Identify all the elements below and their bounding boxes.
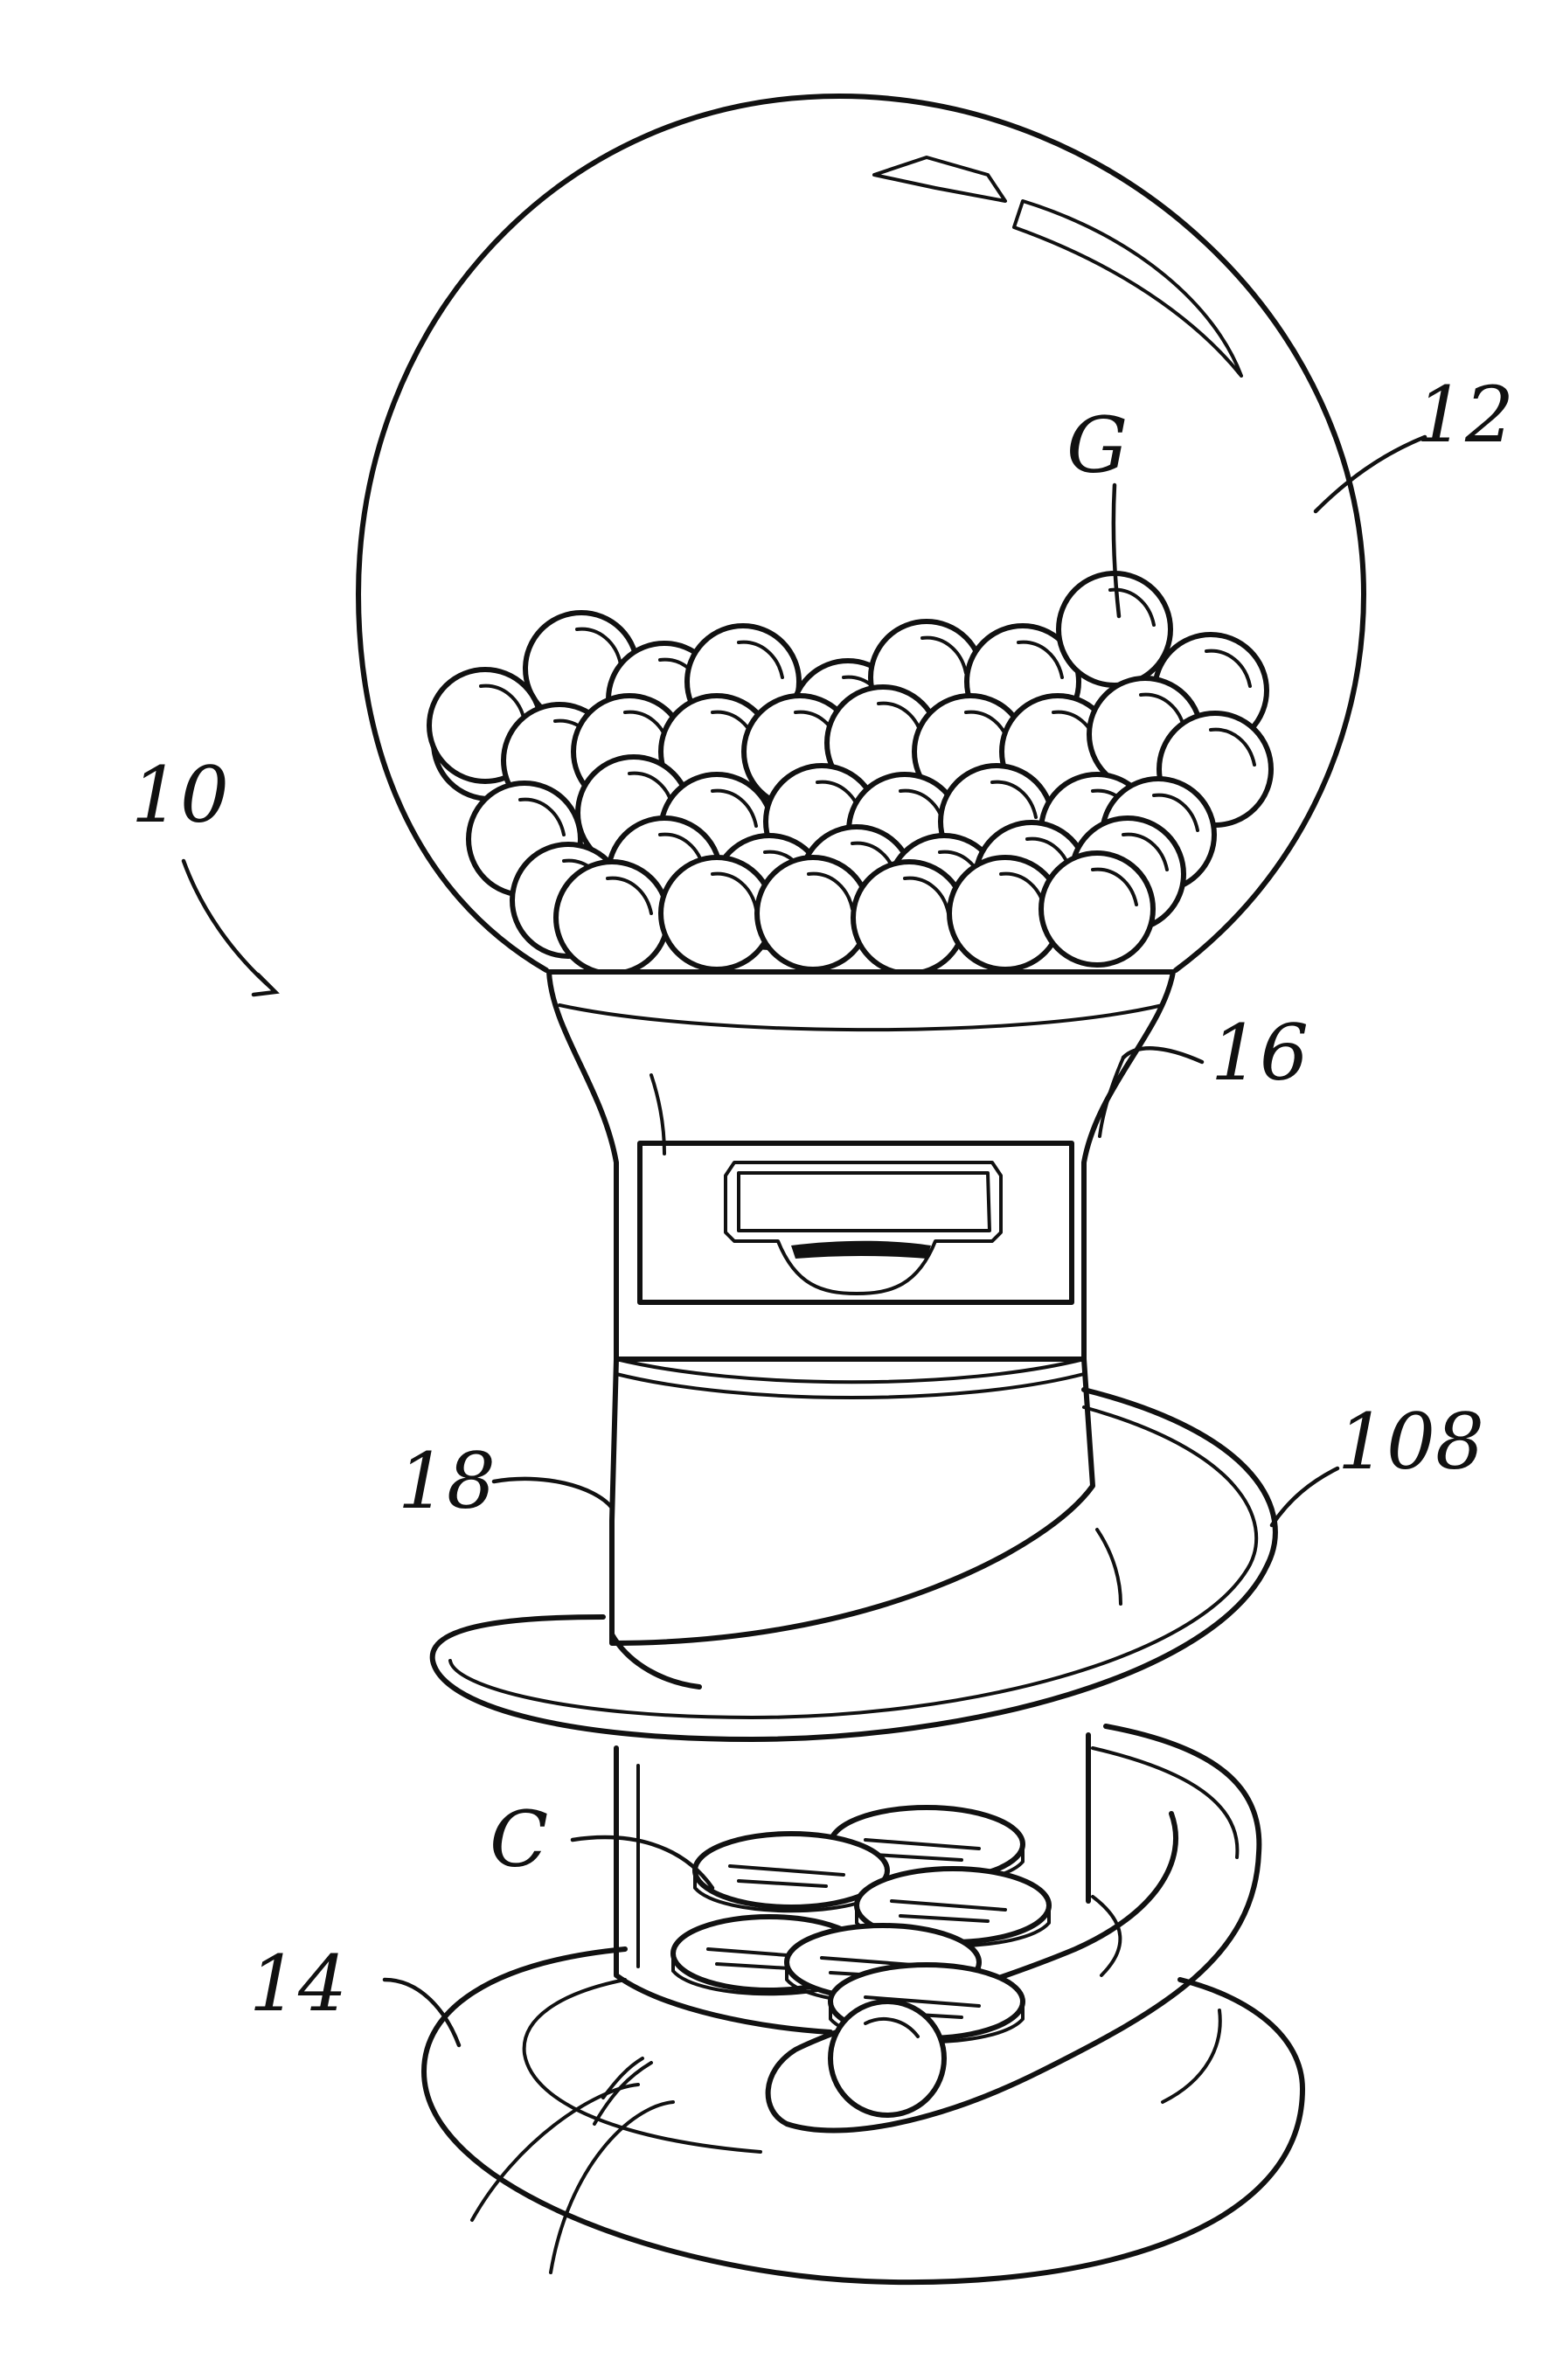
leader-14 <box>382 1977 462 2048</box>
label-G: G <box>1066 400 1128 490</box>
leader-12 <box>1313 434 1427 514</box>
leader-C <box>570 1835 715 1891</box>
coin-slot-plate <box>637 1141 1074 1305</box>
leader-18 <box>491 1476 615 1510</box>
globe-highlight <box>872 156 1007 203</box>
coin <box>692 1831 890 1913</box>
coin-slot-bezel <box>724 1161 1003 1295</box>
label-14: 14 <box>249 1939 347 2029</box>
label-108: 108 <box>1337 1397 1484 1487</box>
gumball <box>553 859 670 976</box>
arrowhead-10 <box>251 972 280 997</box>
globe <box>356 94 1366 973</box>
label-C: C <box>490 1794 548 1884</box>
gumball-pile <box>427 571 1274 976</box>
label-12: 12 <box>1416 370 1514 460</box>
spiral-track <box>429 1387 1278 2134</box>
coin-slot <box>791 1240 931 1259</box>
leader-lines <box>181 434 1427 2048</box>
globe-highlight <box>1012 199 1243 378</box>
reference-labels: 10 12 G 16 18 108 C 14 <box>131 370 1514 2029</box>
label-10: 10 <box>131 750 229 840</box>
leader-16 <box>1121 1046 1205 1065</box>
leader-G <box>1111 482 1122 619</box>
label-16: 16 <box>1211 1008 1309 1098</box>
label-18: 18 <box>398 1436 496 1526</box>
base <box>421 1946 1305 2286</box>
leader-10 <box>181 858 274 990</box>
housing <box>546 969 1176 1362</box>
coin-chamber <box>609 1357 1122 1646</box>
dispensed-gumball <box>828 1999 947 2118</box>
leader-108 <box>1269 1466 1340 1528</box>
gumball <box>1038 850 1156 968</box>
